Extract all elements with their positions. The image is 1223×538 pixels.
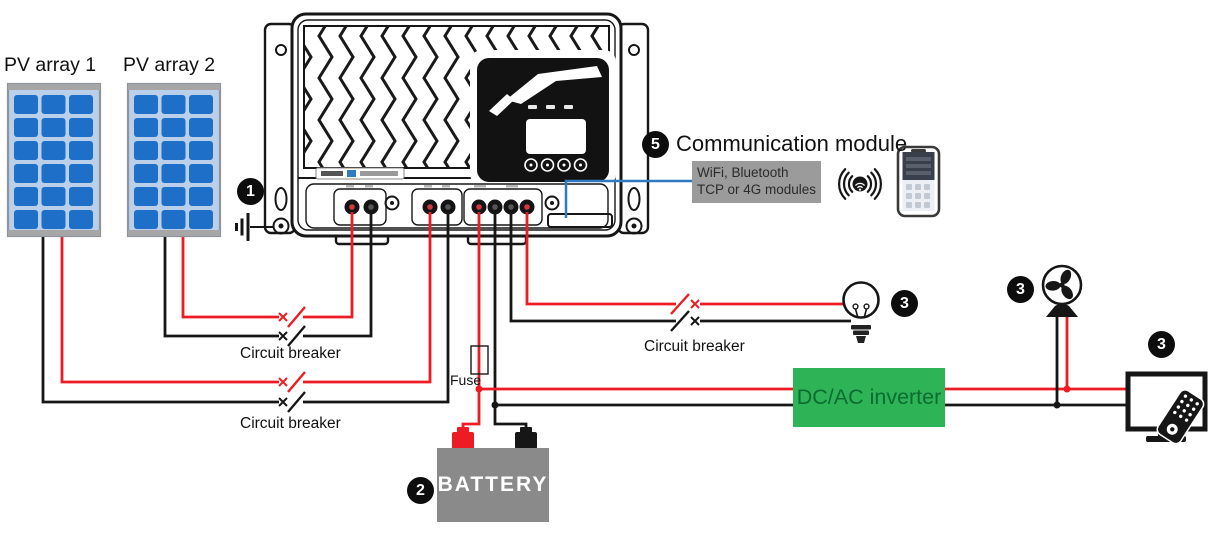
display-panel	[470, 50, 616, 186]
brand-label	[315, 167, 405, 180]
smartphone-icon	[896, 145, 941, 218]
badge-load-fan: 3	[1007, 276, 1034, 303]
comm-box-line1: WiFi, Bluetooth	[697, 165, 789, 180]
wire-load-positive	[525, 212, 676, 306]
battery-load-terminal-box	[463, 188, 543, 226]
charge-controller	[263, 12, 650, 246]
inverter-label: DC/AC inverter	[796, 385, 942, 409]
pv-terminal-box-2	[411, 188, 463, 226]
wire-terminals[interactable]	[344, 199, 535, 215]
communication-module-box: WiFi, Bluetooth TCP or 4G modules	[692, 161, 821, 203]
fuse-label: Fuse	[450, 372, 482, 388]
cover-screw	[384, 195, 400, 211]
wifi-signal-icon	[838, 168, 882, 200]
wire-pv1-positive	[303, 212, 432, 384]
wiring	[41, 179, 1126, 438]
badge-load-tv: 3	[1148, 331, 1175, 358]
wire-load-negative	[509, 212, 676, 323]
light-bulb-icon	[842, 281, 880, 343]
pv-array-1-panel	[6, 82, 102, 238]
battery-terminals	[452, 427, 537, 449]
inverter-box: DC/AC inverter	[793, 368, 945, 427]
circuit-breaker-load	[670, 293, 700, 332]
terminal-area	[305, 183, 613, 229]
circuit-breaker-pv1	[278, 371, 306, 413]
wire-pv1-negative	[303, 212, 450, 404]
led-indicator-load	[564, 105, 573, 109]
badge-grounding: 1	[237, 178, 264, 205]
remote-control-icon	[1156, 389, 1205, 445]
badge-battery: 2	[407, 477, 434, 504]
circuit-breaker-label-pv2: Circuit breaker	[240, 345, 341, 362]
led-indicator-pv	[528, 105, 537, 109]
communication-module-label: Communication module	[676, 131, 908, 156]
wire-pv2-negative	[303, 212, 373, 338]
comm-port-slot[interactable]	[547, 213, 613, 228]
circuit-breaker-pv2	[278, 306, 306, 347]
fan-icon	[1041, 264, 1083, 317]
wire-comm-blue	[564, 179, 694, 218]
pv-array-2-panel	[126, 82, 222, 238]
wire-pv2-negative	[163, 230, 279, 338]
wire-battery-positive	[461, 212, 481, 438]
swoosh-decal	[506, 66, 602, 104]
wire-pv2-positive	[303, 212, 354, 319]
badge-communication: 5	[642, 131, 669, 158]
control-buttons[interactable]	[524, 158, 588, 172]
wire-pv1-negative	[41, 230, 279, 404]
fuse-icon	[470, 345, 489, 375]
ground-icon	[235, 213, 273, 241]
led-indicator-battery	[546, 105, 555, 109]
tv-icon	[1125, 371, 1208, 445]
circuit-breaker-label-pv1: Circuit breaker	[240, 415, 341, 432]
battery-label: BATTERY	[437, 473, 549, 496]
badge-load-bulb: 3	[891, 290, 918, 317]
wire-pv1-positive	[60, 230, 279, 384]
wire-pv2-positive	[181, 230, 279, 319]
comm-box-line2: TCP or 4G modules	[697, 182, 817, 197]
pv-array-1-label: PV array 1	[4, 54, 97, 76]
circuit-breaker-label-load: Circuit breaker	[644, 338, 745, 355]
cover-screw	[544, 195, 560, 211]
pv-array-2-label: PV array 2	[123, 54, 216, 76]
battery-box: BATTERY	[437, 448, 549, 522]
lcd-screen	[526, 119, 586, 154]
